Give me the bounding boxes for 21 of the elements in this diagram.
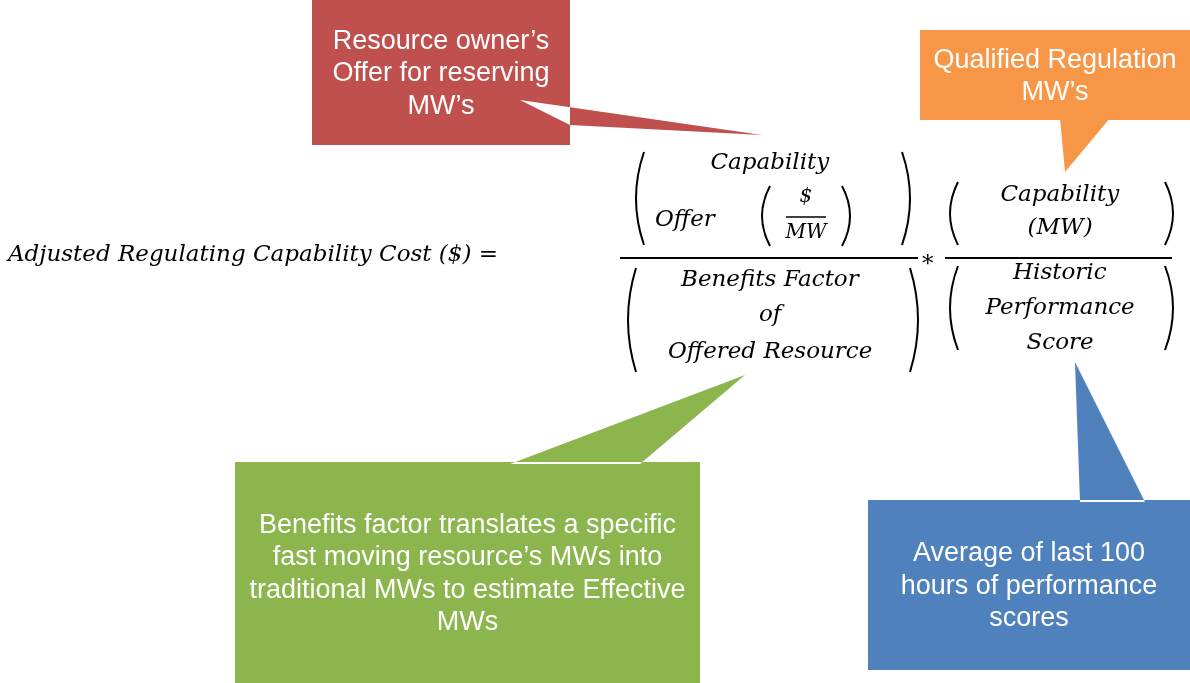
denominator-term: Performance — [985, 293, 1135, 321]
callout-text: Benefits factor translates a specific fast moving resource’s MWs into traditional MWs to estimate Effective MWs — [248, 507, 687, 638]
unit-denominator: MW — [785, 219, 827, 243]
numerator-term: Offer — [655, 205, 715, 233]
unit-numerator: $ — [799, 183, 813, 207]
denominator-term: Score — [1026, 328, 1094, 356]
numerator-term: (MW) — [1027, 213, 1093, 241]
denominator-term: Historic — [1013, 258, 1107, 286]
denominator-term: Offered Resource — [668, 337, 873, 365]
callout-bubble — [312, 0, 762, 145]
callout-text: Resource owner’s Offer for reserving MW’s — [331, 23, 551, 122]
numerator-term: Capability — [710, 148, 830, 176]
callout-bubble — [868, 362, 1190, 670]
callout-bubble — [235, 375, 745, 683]
denominator-term: Benefits Factor — [681, 265, 859, 293]
callout-bubble — [920, 30, 1190, 172]
callout-text: Average of last 100 hours of performance scores — [899, 536, 1159, 635]
multiply-sign: * — [922, 250, 934, 278]
callout-text: Qualified Regulation MW’s — [932, 42, 1178, 108]
numerator-term: Capability — [1000, 180, 1120, 208]
formula-text: Adjusted Regulating Capability Cost ($) = — [8, 240, 498, 268]
